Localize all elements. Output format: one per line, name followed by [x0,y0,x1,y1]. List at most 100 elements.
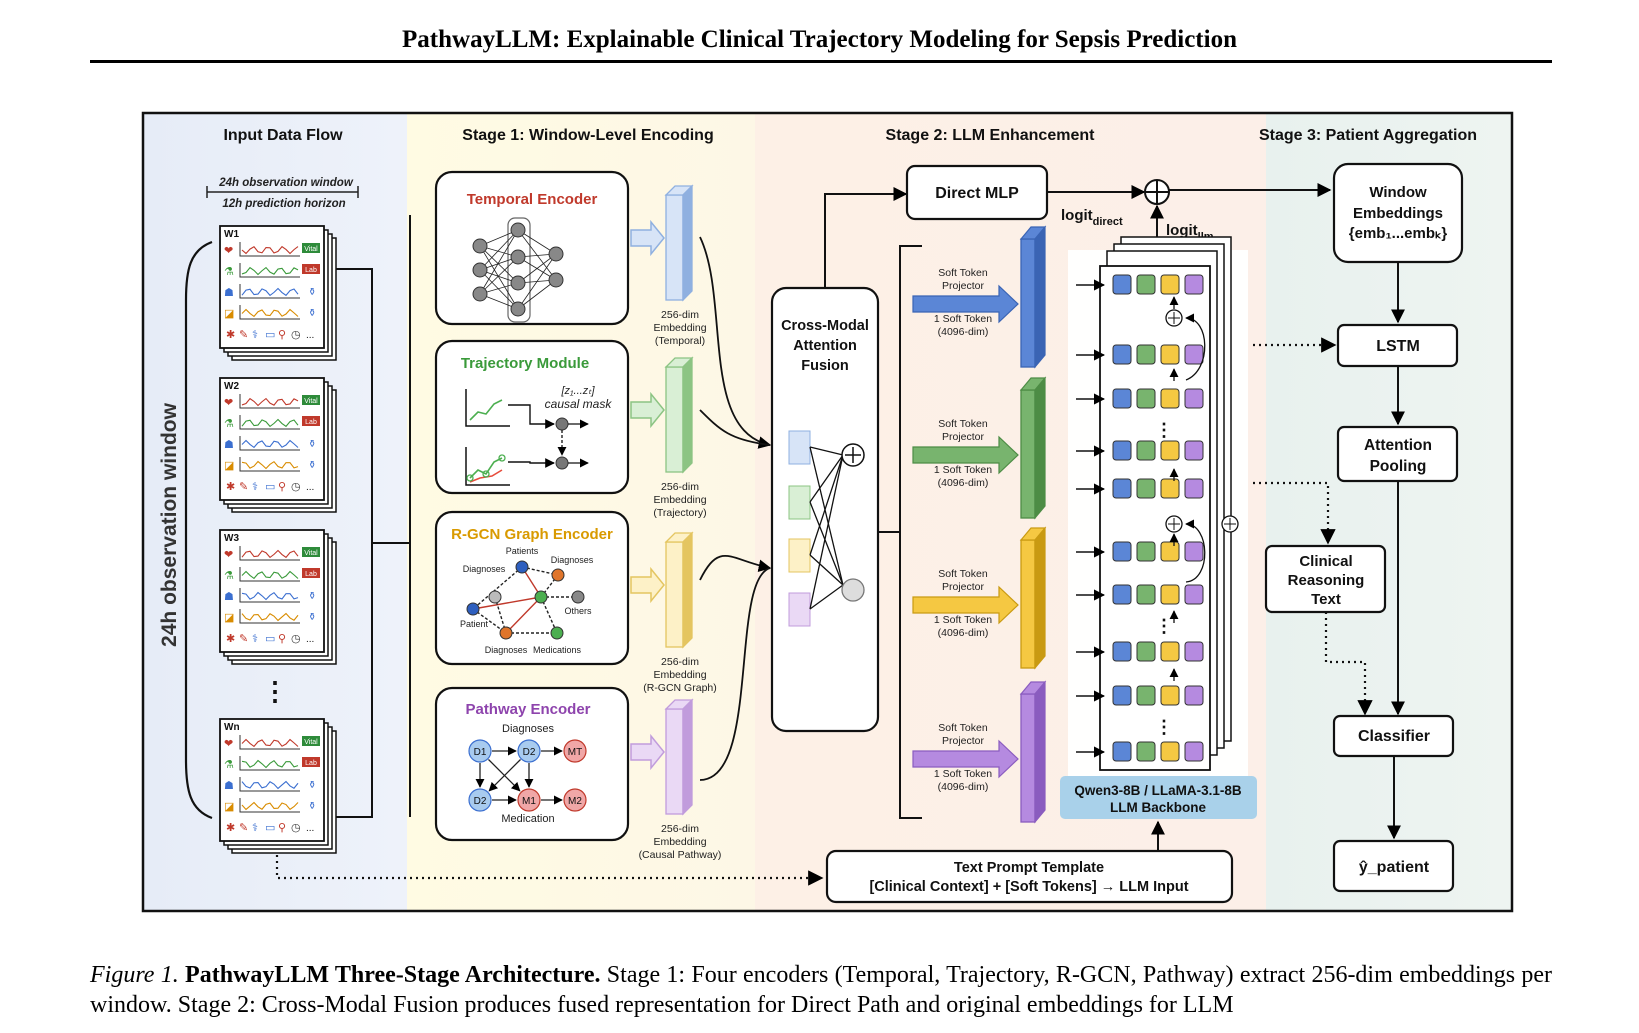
token-square [1184,541,1204,562]
output-label: ŷ_patient [1359,859,1430,876]
attn-pool-line-2: Pooling [1370,458,1427,475]
nn-node [510,301,526,317]
row-icon: ❤ [224,549,233,561]
token-square [1160,388,1180,409]
projector-line1: Soft Token [938,722,988,734]
nn-node [510,222,526,238]
pathway-encoder-title: Pathway Encoder [465,701,590,718]
clinical-reasoning-box: Clinical Reasoning Text [1264,544,1387,614]
figure-frame [141,111,1514,913]
row-icon: ⚗ [224,418,234,430]
token-square [1136,685,1156,706]
graph-label: Diagnoses [463,564,506,574]
direct-mlp-label: Direct MLP [935,185,1019,202]
nn-node [510,275,526,291]
graph-icon: PatientsDiagnosesDiagnosesOthersPatientD… [460,546,594,655]
lab-badge [302,264,320,274]
token-ellipsis: ⋮ [1155,717,1173,737]
med-icon: ◷ [291,481,301,493]
projector-line3: 1 Soft Token [934,313,992,325]
graph-node [571,590,585,604]
token-square [1184,440,1204,461]
nn-node [472,262,488,278]
embedding-caption: Embedding [653,669,706,681]
projector-line1: Soft Token [938,568,988,580]
attention-pooling-box: Attention Pooling [1336,425,1459,483]
pathway-node-label: MT [568,747,582,758]
embedding-caption: (R-GCN Graph) [643,682,717,694]
token-square [1136,344,1156,365]
embedding-caption: (Causal Pathway) [639,849,722,861]
med-icon: ⚲ [278,481,286,493]
more-dots: ... [306,634,314,645]
med-icon: ⚕ [252,481,258,493]
token-square [1112,685,1132,706]
title-rule [90,60,1552,63]
pathway-node [468,788,492,812]
more-dots: ... [306,482,314,493]
token-square [1160,541,1180,562]
projector-line3: 1 Soft Token [934,464,992,476]
token-square [1112,274,1132,295]
token-square [1160,584,1180,605]
med-icon: ✎ [239,822,248,834]
row-icon: ☗ [224,780,234,792]
row-icon: ☗ [224,287,234,299]
window-emb-line-2: Embeddings [1353,205,1443,222]
classifier-box: Classifier [1332,714,1455,758]
embedding-caption: Embedding [653,322,706,334]
page-title: PathwayLLM: Explainable Clinical Traject… [402,26,1237,53]
med-icon: ✎ [239,633,248,645]
token-square [1160,641,1180,662]
med-icon: ▭ [265,481,275,493]
obs-window-vertical-label: 24h observation window [158,402,181,647]
med-icon: ✱ [226,329,235,341]
window-emb-line-1: Window [1369,184,1427,201]
graph-node [550,626,564,640]
med-icon: ✱ [226,481,235,493]
token-square [1136,478,1156,499]
flask-icon: ⚱ [308,780,316,791]
prediction-horizon-label: 12h prediction horizon [222,198,345,210]
med-icon: ◷ [291,633,301,645]
caption-text: Stage 1: Four encoders (Temporal, Trajec… [90,962,1552,1018]
projector-arrow [912,435,1019,475]
pathway-node-label: D1 [474,747,487,758]
med-icon: ⚲ [278,329,286,341]
embedding-caption: 256-dim [661,656,699,668]
rgcn-encoder-box: R-GCN Graph Encoder PatientsDiagnosesDia… [434,510,630,666]
med-icon: ⚕ [252,822,258,834]
vital-badge-text: Vital [304,398,318,405]
temporal-encoder-box: Temporal Encoder [434,170,630,326]
graph-label: Diagnoses [551,555,594,565]
graph-label: Patients [506,546,539,556]
med-icon: ⚲ [278,633,286,645]
embedding-caption: Embedding [653,494,706,506]
flask-icon: ⚱ [308,591,316,602]
projector-line2: Projector [942,735,985,747]
embedding-arrow [630,566,665,604]
soft-token-bar [1020,539,1036,669]
med-icon: ◷ [291,822,301,834]
window-label: Wn [224,722,240,733]
token-square [1160,344,1180,365]
lab-badge-text: Lab [305,760,317,767]
nn-node [472,286,488,302]
section-stage3: Stage 3: Patient Aggregation [1259,127,1477,144]
graph-node [499,626,513,640]
lab-badge-text: Lab [305,267,317,274]
projector-line1: Soft Token [938,418,988,430]
figure-caption: Figure 1. PathwayLLM Three-Stage Archite… [90,960,1552,1020]
trajectory-module-title: Trajectory Module [461,355,589,372]
pathway-node-label: D2 [474,796,487,807]
projector-line2: Projector [942,581,985,593]
pathway-top-label: Diagnoses [502,723,554,735]
row-icon: ◪ [224,612,234,624]
trajectory-seq: [z₁...zₜ] [561,385,596,397]
embedding-arrow [630,733,665,771]
pathway-node [563,788,587,812]
